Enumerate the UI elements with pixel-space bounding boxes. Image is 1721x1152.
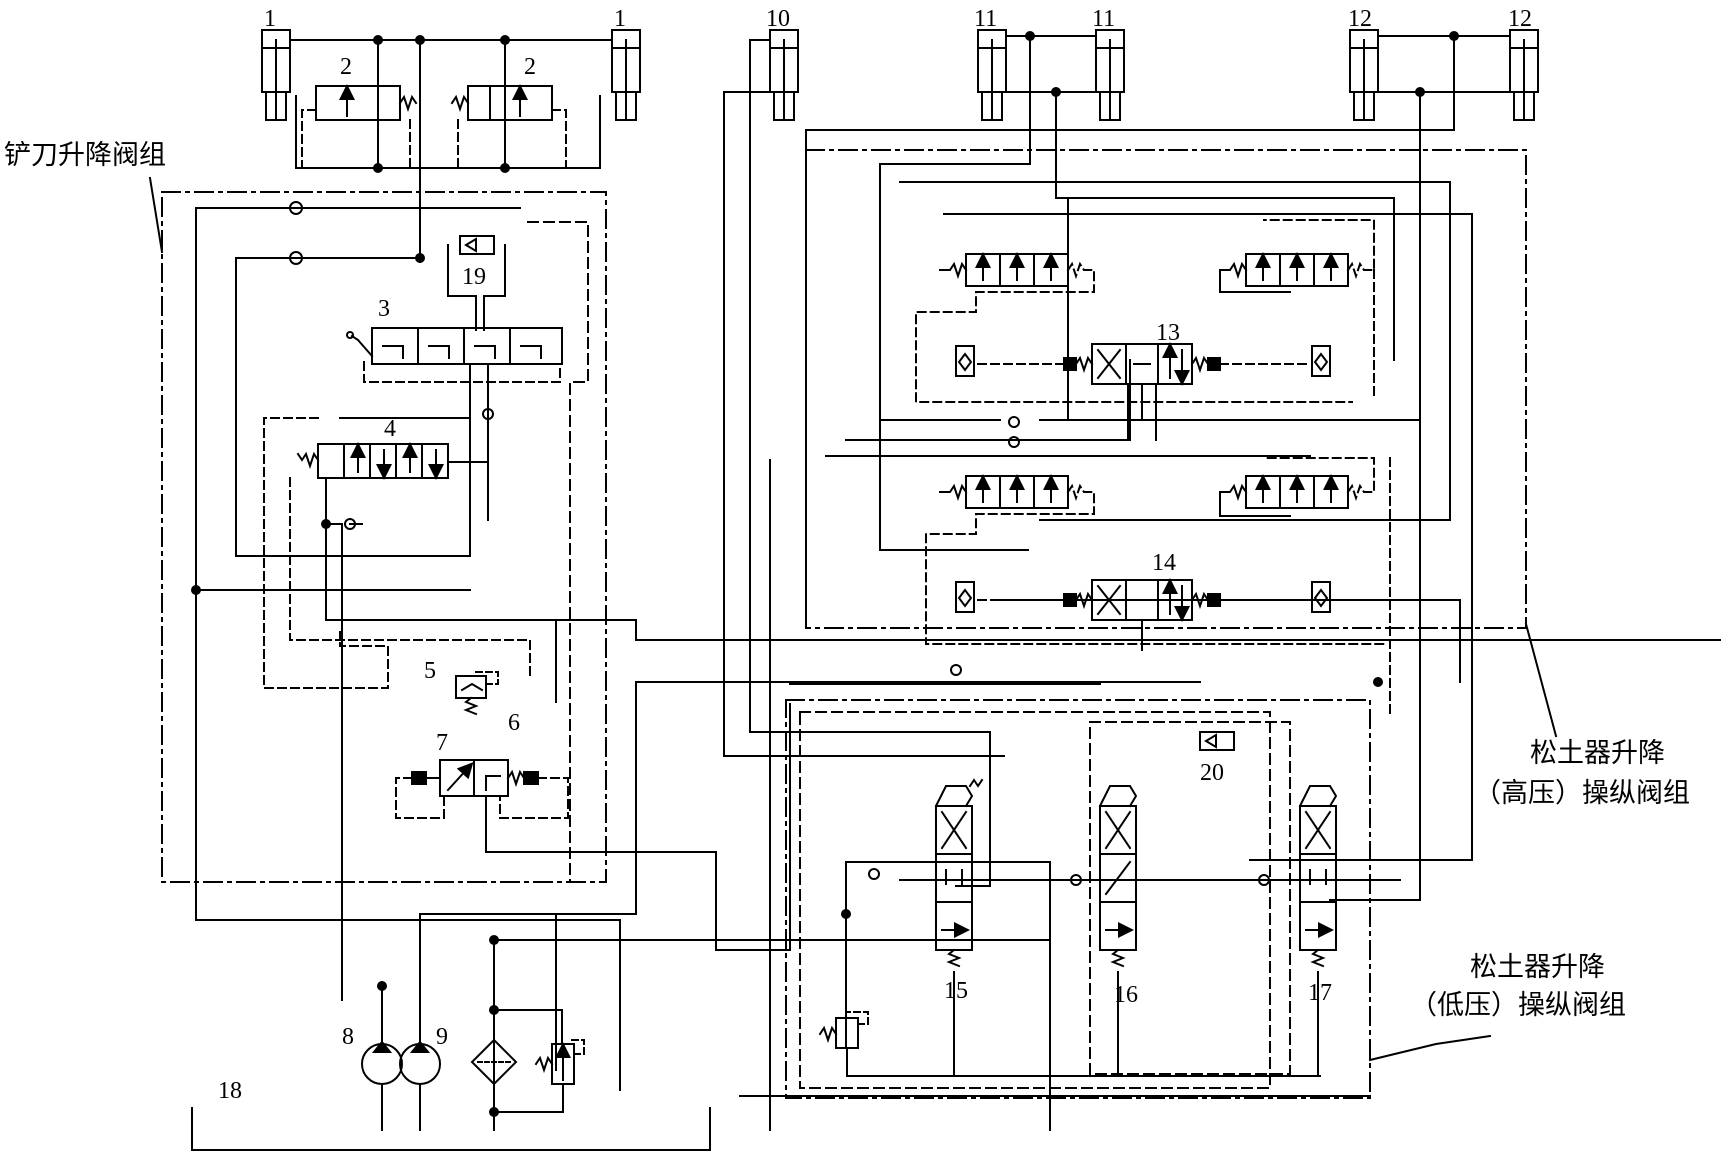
shuttle-valve-19 <box>447 235 506 331</box>
shuttle-valve-20 <box>1199 731 1235 751</box>
valve-14-right-pilot <box>1219 457 1391 719</box>
label-shuttle-20: 20 <box>1200 760 1224 786</box>
ripper-cylinders <box>723 29 1539 901</box>
directional-valve-16 <box>1098 785 1138 1077</box>
valve-14-left-pilot <box>925 474 1387 645</box>
label-ripper-low-line1: 松土器升降 <box>1470 952 1605 982</box>
pilot-valve-7 <box>395 703 791 951</box>
label-blade-lift-group: 铲刀升降阀组 <box>4 140 166 170</box>
cylinder-10 <box>723 29 1005 887</box>
pump-9 <box>399 681 1201 1131</box>
check-valve-14-right <box>1311 581 1331 613</box>
filter-and-relief <box>470 935 1051 1131</box>
lock-valve-left <box>301 84 418 169</box>
label-ripper-high-line2: （高压）操纵阀组 <box>1474 778 1690 808</box>
leader-ripper-high <box>1524 622 1558 738</box>
check-valve-14-left <box>955 581 975 613</box>
ripper-high-pressure-section <box>769 149 1527 1131</box>
directional-valve-15 <box>934 778 984 1077</box>
label-valve-3: 3 <box>378 296 390 322</box>
check-valve-13-right <box>1311 345 1331 377</box>
pump-8 <box>361 981 403 1131</box>
label-valve-7: 7 <box>436 730 448 756</box>
label-valve-16: 16 <box>1114 982 1138 1008</box>
cylinder-11-left <box>977 29 1007 121</box>
label-valve-2-right: 2 <box>524 54 536 80</box>
label-shuttle-19: 19 <box>462 264 486 290</box>
label-relief-5: 5 <box>424 658 436 684</box>
pump-tank-section <box>191 681 1201 1151</box>
label-valve-15: 15 <box>944 978 968 1004</box>
label-tank-18: 18 <box>218 1078 242 1104</box>
blade-lift-section <box>161 29 1721 1091</box>
directional-valve-17 <box>1298 785 1338 1077</box>
label-valve-13: 13 <box>1156 320 1180 346</box>
label-ripper-high-line1: 松土器升降 <box>1530 738 1665 768</box>
lift-cylinder-right <box>611 29 641 121</box>
label-valve-4: 4 <box>384 416 396 442</box>
directional-valve-4 <box>263 363 1721 1001</box>
lock-valve-right <box>450 84 567 169</box>
cylinder-12-right <box>1509 29 1539 121</box>
directional-valve-14 <box>973 578 1311 651</box>
blade-lift-group-boundary <box>161 191 607 883</box>
label-valve-17: 17 <box>1308 980 1332 1006</box>
label-pump-8: 8 <box>342 1024 354 1050</box>
tank-18 <box>191 1107 711 1151</box>
label-pump-9: 9 <box>436 1024 448 1050</box>
label-ripper-low-line2: （低压）操纵阀组 <box>1410 990 1626 1020</box>
label-line-6: 6 <box>508 710 520 736</box>
label-cylinder-1-left: 1 <box>264 6 276 32</box>
cylinder-12-left <box>1349 29 1379 121</box>
label-cylinder-11-right: 11 <box>1092 6 1115 32</box>
cylinder-11-right <box>1095 29 1125 121</box>
valve-13-left-pilot <box>915 252 1353 403</box>
check-valve-13-left <box>955 345 975 377</box>
ripper-low-group-boundary <box>785 699 1371 1099</box>
valve-13-right-pilot <box>1219 219 1375 401</box>
label-cylinder-1-right: 1 <box>614 6 626 32</box>
multiway-valve-3 <box>346 327 563 383</box>
ripper-high-group-boundary <box>805 149 1527 629</box>
label-valve-2-left: 2 <box>340 54 352 80</box>
directional-valve-13 <box>973 342 1311 441</box>
leader-ripper-low <box>1368 1034 1492 1062</box>
leader-blade-group <box>148 176 164 254</box>
label-cylinder-12-right: 12 <box>1508 6 1532 32</box>
label-cylinder-10: 10 <box>766 6 790 32</box>
relief-valve-5 <box>455 671 499 716</box>
lift-cylinder-left <box>261 29 291 121</box>
label-cylinder-12-left: 12 <box>1348 6 1372 32</box>
label-cylinder-11-left: 11 <box>974 6 997 32</box>
ripper-low-pressure-section <box>739 699 1401 1131</box>
label-valve-14: 14 <box>1152 550 1176 576</box>
